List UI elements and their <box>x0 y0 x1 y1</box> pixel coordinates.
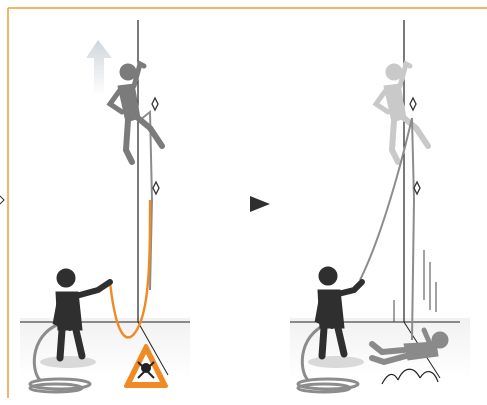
faded-climber-figure <box>376 64 428 162</box>
arrow-up-icon <box>86 40 112 96</box>
climber-figure <box>110 64 162 162</box>
quickdraw-icon <box>153 182 159 194</box>
rope-slack <box>110 200 150 337</box>
panel-after <box>290 20 470 392</box>
rope-to-faller <box>412 118 414 340</box>
quickdraw-icon <box>152 98 158 110</box>
fall-motion-lines <box>394 250 436 322</box>
left-edge-mark <box>0 196 4 204</box>
play-triangle-icon <box>250 196 270 212</box>
panel-before <box>20 20 190 392</box>
belayer-shadow <box>40 356 96 368</box>
quickdraw-icon <box>414 182 420 194</box>
quickdraw-icon <box>410 98 416 110</box>
belayer-shadow <box>308 356 364 368</box>
